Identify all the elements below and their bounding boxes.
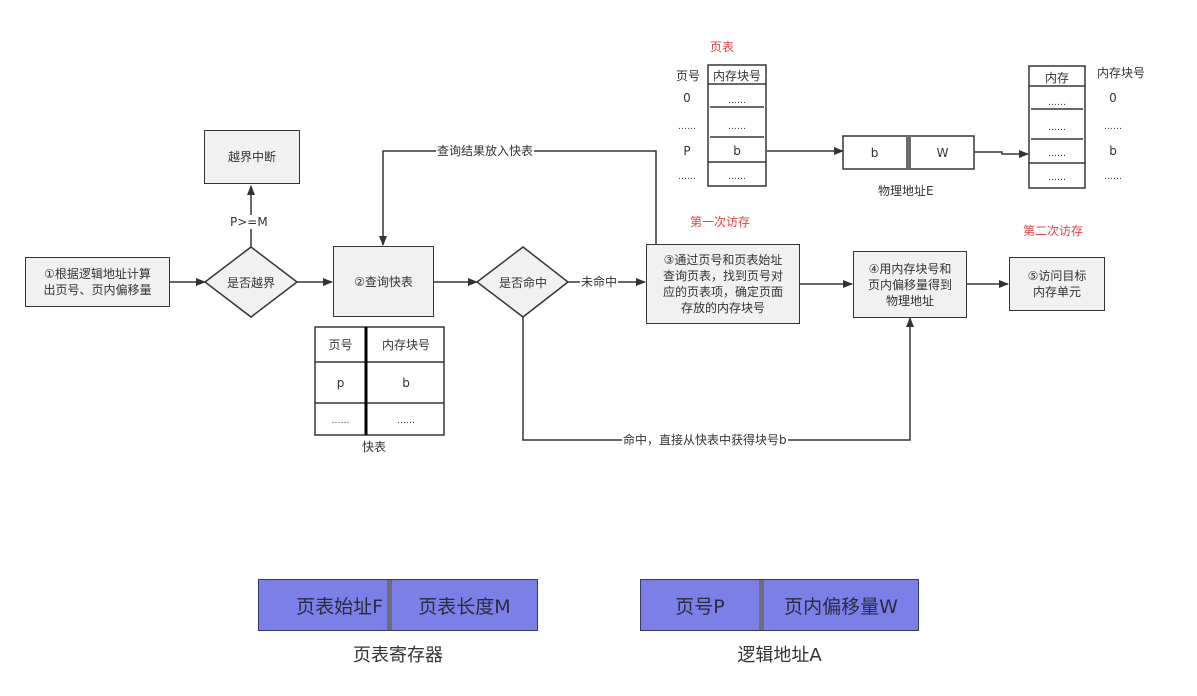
logical-address-page-no: 页号P: [641, 580, 759, 630]
logical-address-caption: 逻辑地址A: [737, 645, 822, 666]
hit-label: 命中，直接从快表中获得块号b: [622, 433, 788, 447]
physical-address-box: [842, 135, 975, 170]
page-table-page-no-header: 页号: [676, 69, 701, 83]
logical-address-register: 页号P 页内偏移量W: [640, 579, 919, 631]
page-table-register-base-text: 页表始址F: [296, 595, 383, 618]
second-access-label: 第二次访存: [1023, 224, 1084, 238]
bound-interrupt-text: 越界中断: [227, 150, 276, 164]
logical-address-offset-text: 页内偏移量W: [784, 595, 898, 618]
physical-address-offset: W: [936, 146, 949, 160]
page-table-block-3: ……: [728, 172, 746, 182]
step4-box: ④用内存块号和 页内偏移量得到 物理地址: [853, 251, 967, 318]
tlb-row-1-block: ……: [397, 416, 415, 426]
memory-block-no-3: ……: [1104, 172, 1122, 182]
tlb-caption: 快表: [362, 440, 387, 454]
step2-text: ②查询快表: [354, 274, 413, 289]
edge-hit-to-step4: [522, 317, 914, 441]
memory-block-no-1: ……: [1104, 122, 1122, 132]
memory-cell-0: ……: [1048, 98, 1066, 108]
logical-address-offset: 页内偏移量W: [764, 580, 918, 630]
memory-cell-2: ……: [1048, 149, 1066, 159]
page-table-page-0: 0: [683, 91, 691, 105]
memory-block-no-b: b: [1109, 144, 1117, 158]
step1-text: ①根据逻辑地址计算 出页号、页内偏移量: [43, 267, 152, 297]
decision-hit-label: 是否命中: [498, 276, 547, 290]
page-table-register-length: 页表长度M: [392, 580, 537, 630]
tlb-grid: [314, 326, 445, 436]
page-table-register-length-text: 页表长度M: [418, 595, 511, 618]
bound-condition-label: P>=M: [229, 215, 269, 229]
memory-block-no-0: 0: [1109, 91, 1117, 105]
page-table-page-1: ……: [678, 122, 696, 132]
logical-address-page-no-text: 页号P: [675, 595, 725, 618]
page-table-register-base: 页表始址F: [259, 580, 387, 630]
decision-bound-shape: [203, 246, 299, 318]
decision-bound-label: 是否越界: [226, 276, 275, 290]
page-table-page-3: ……: [678, 172, 696, 182]
page-table-block-header: 内存块号: [712, 69, 761, 83]
memory-grid: [1028, 65, 1086, 189]
page-table-block-0: ……: [728, 96, 746, 106]
edge-physaddr-to-memory: [974, 150, 1029, 158]
memory-cell-1: ……: [1048, 123, 1066, 133]
logical-address-divider: [759, 580, 764, 630]
step2-box: ②查询快表: [333, 246, 434, 317]
step3-box: ③通过页号和页表始址 查询页表，找到页号对 应的页表项，确定页面 存放的内存块号: [646, 244, 800, 324]
tlb-row-0-block: b: [402, 376, 410, 390]
tlb-row-1-page: ……: [331, 416, 350, 426]
memory-block-no-header: 内存块号: [1097, 66, 1146, 80]
step4-text: ④用内存块号和 页内偏移量得到 物理地址: [867, 261, 952, 308]
page-table-register: 页表始址F 页表长度M: [258, 579, 538, 631]
first-access-label: 第一次访存: [690, 215, 751, 229]
tlb-row-0-page: p: [336, 376, 345, 390]
tlb-header-page-no: 页号: [328, 338, 353, 352]
physical-address-block: b: [870, 146, 879, 160]
memory-header: 内存: [1044, 71, 1069, 85]
page-table-title: 页表: [710, 40, 735, 54]
page-table-grid: [707, 64, 767, 187]
memory-cell-3: ……: [1048, 173, 1066, 183]
tlb-header-block-no: 内存块号: [381, 338, 430, 352]
physical-address-caption: 物理地址E: [878, 184, 934, 198]
page-table-page-p: P: [683, 144, 691, 158]
edge-feedback-to-step2: [379, 150, 657, 246]
step3-text: ③通过页号和页表始址 查询页表，找到页号对 应的页表项，确定页面 存放的内存块号: [662, 253, 783, 315]
feedback-label: 查询结果放入快表: [436, 144, 535, 158]
page-table-register-caption: 页表寄存器: [353, 645, 443, 666]
page-table-register-divider: [387, 580, 392, 630]
decision-hit-shape: [475, 246, 570, 318]
miss-label: 未命中: [580, 275, 619, 289]
step5-box: ⑤访问目标 内存单元: [1009, 257, 1105, 311]
step1-box: ①根据逻辑地址计算 出页号、页内偏移量: [25, 257, 170, 307]
page-table-block-1: ……: [728, 122, 746, 132]
bound-interrupt-box: 越界中断: [204, 130, 300, 184]
step5-text: ⑤访问目标 内存单元: [1027, 269, 1087, 299]
page-table-block-b: b: [733, 144, 741, 158]
